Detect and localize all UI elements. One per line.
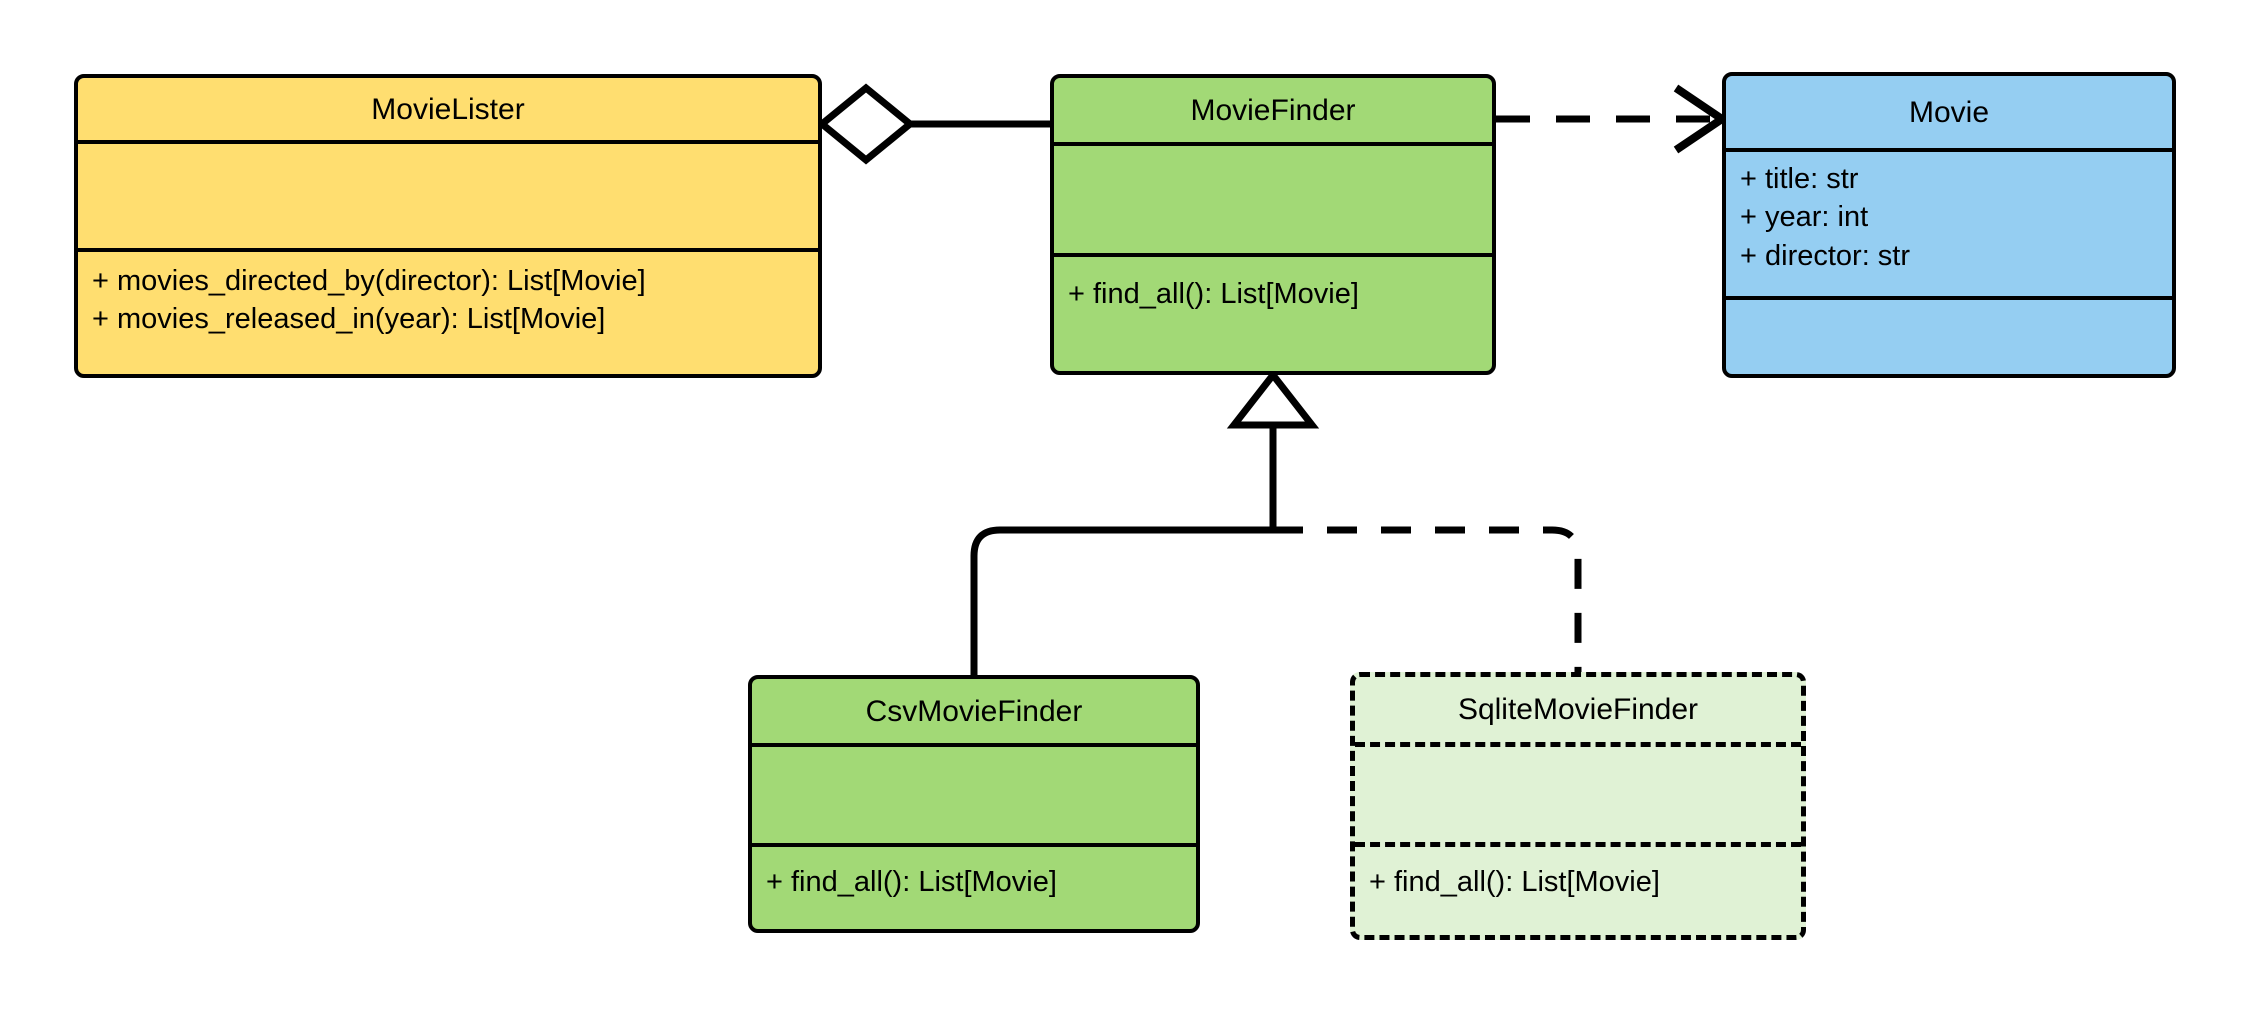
class-box-moviefinder[interactable]: MovieFinder + find_all(): List[Movie] [1050,74,1496,375]
empty-attributes-placeholder [92,154,804,248]
class-box-movie[interactable]: Movie + title: str + year: int + directo… [1722,72,2176,378]
hollow-diamond-icon [816,83,916,165]
attribute-item: + year: int [1740,201,1869,234]
class-attributes-compartment [1355,747,1801,847]
edge-generalization-sqlitemoviefinder[interactable] [1273,526,1582,672]
empty-attributes-placeholder [766,757,1182,843]
class-name-compartment: Movie [1726,76,2172,152]
attribute-item: + director: str [1740,239,1911,272]
edge-generalization-csvmoviefinder[interactable] [970,526,1273,675]
class-operations-compartment [1726,300,2172,374]
operation-item: + movies_released_in(year): List[Movie] [92,303,606,336]
operation-item: + movies_directed_by(director): List[Mov… [92,265,646,297]
empty-attributes-placeholder [1068,156,1478,253]
operation-item: + find_all(): List[Movie] [1068,278,1359,310]
edge-generalization-trunk [1226,369,1320,530]
class-attributes-compartment [78,144,818,252]
class-operations-compartment: + find_all(): List[Movie] [1355,847,1801,935]
class-name-compartment: MovieFinder [1054,78,1492,146]
attribute-item: + title: str [1740,163,1859,195]
class-name-label: SqliteMovieFinder [1457,693,1699,726]
class-name-label: MovieLister [371,92,525,126]
operation-item: + find_all(): List[Movie] [766,866,1057,898]
operation-item: + find_all(): List[Movie] [1369,866,1660,898]
class-operations-compartment: + find_all(): List[Movie] [1054,257,1492,371]
class-attributes-compartment: + title: str + year: int + director: str [1726,152,2172,300]
class-operations-compartment: + movies_directed_by(director): List[Mov… [78,252,818,374]
class-box-sqlitemoviefinder[interactable]: SqliteMovieFinder + find_all(): List[Mov… [1350,672,1806,940]
class-name-compartment: CsvMovieFinder [752,679,1196,747]
class-attributes-compartment [1054,146,1492,257]
class-attributes-compartment [752,747,1196,847]
class-name-label: Movie [1908,95,1990,129]
class-name-compartment: SqliteMovieFinder [1355,677,1801,747]
class-box-movielister[interactable]: MovieLister + movies_directed_by(directo… [74,74,822,378]
empty-attributes-placeholder [1369,757,1787,842]
edge-dependency-moviefinder-movie[interactable] [1496,84,1730,154]
class-box-csvmoviefinder[interactable]: CsvMovieFinder + find_all(): List[Movie] [748,675,1200,933]
class-name-label: MovieFinder [1190,93,1356,127]
edge-aggregation-movielister-moviefinder[interactable] [816,83,1050,165]
class-name-label: CsvMovieFinder [865,694,1083,728]
hollow-triangle-icon [1226,369,1320,429]
class-operations-compartment: + find_all(): List[Movie] [752,847,1196,929]
class-name-compartment: MovieLister [78,78,818,144]
empty-operations-placeholder [1740,310,2158,374]
